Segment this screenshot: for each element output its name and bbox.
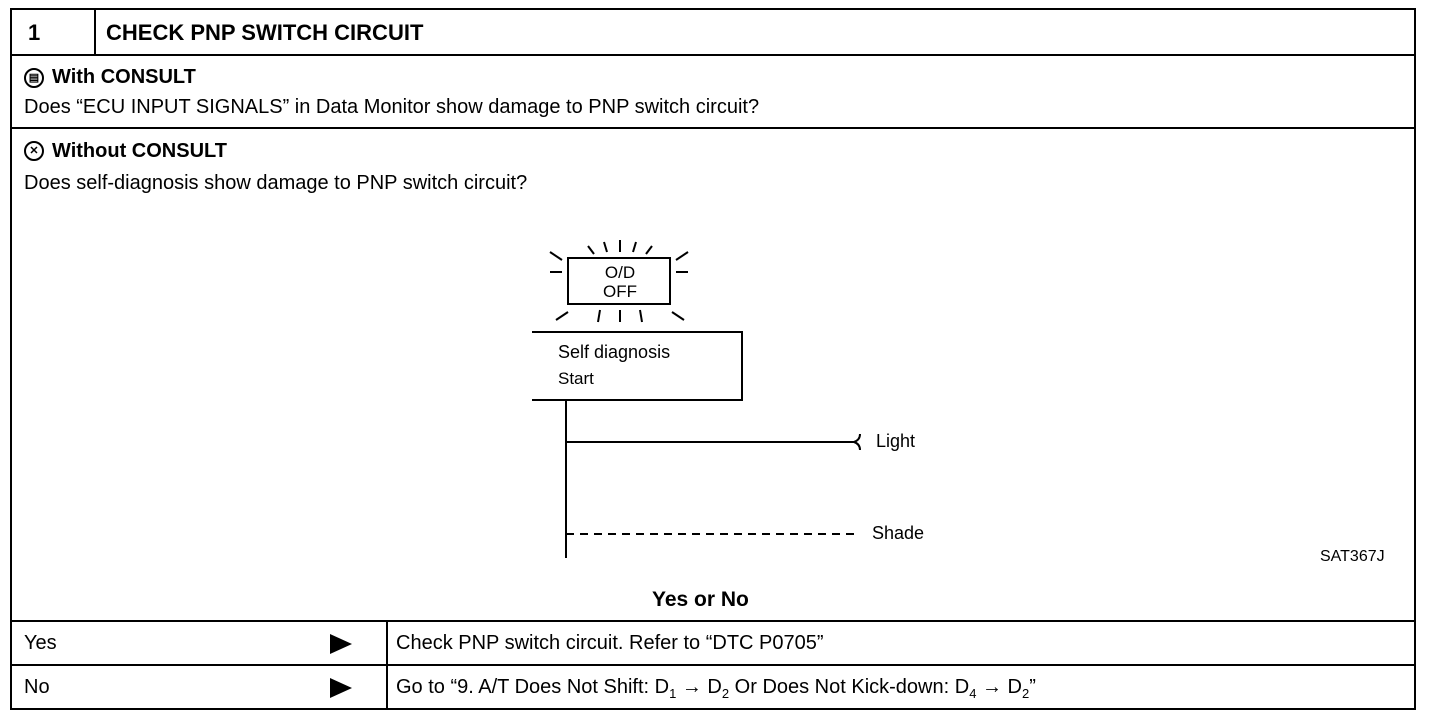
yes-label: Yes — [24, 632, 57, 654]
self-diagnosis-figure: O/D OFF Self diagnosis Start Light Shade — [532, 240, 924, 558]
indicator-line1: O/D — [605, 263, 635, 282]
no-action: Go to “9. A/T Does Not Shift: D1 → D2 Or… — [396, 676, 1036, 701]
box-line2: Start — [558, 369, 594, 388]
without-consult-heading: Without CONSULT — [52, 140, 227, 162]
no-arrow-icon — [330, 678, 352, 698]
result-rule-mid — [12, 664, 1414, 666]
consult-icon: ▤ — [24, 68, 44, 88]
shade-label: Shade — [872, 523, 924, 543]
with-consult-heading: With CONSULT — [52, 66, 196, 88]
box-line1: Self diagnosis — [558, 342, 670, 362]
result-rule-top — [12, 620, 1414, 622]
yes-arrow-icon — [330, 634, 352, 654]
without-consult-question: Does self-diagnosis show damage to PNP s… — [24, 172, 528, 194]
figure-code: SAT367J — [1320, 548, 1385, 565]
header-divider — [94, 10, 96, 54]
light-label: Light — [876, 431, 915, 451]
step-title: CHECK PNP SWITCH CIRCUIT — [106, 20, 424, 45]
yes-or-no-heading: Yes or No — [652, 588, 749, 611]
self-diagnosis-box — [532, 331, 743, 401]
with-consult-question: Does “ECU INPUT SIGNALS” in Data Monitor… — [24, 96, 760, 118]
indicator-line2: OFF — [603, 282, 637, 301]
od-off-indicator — [567, 257, 671, 305]
no-label: No — [24, 676, 50, 698]
yes-action: Check PNP switch circuit. Refer to “DTC … — [396, 632, 824, 654]
step-number: 1 — [28, 20, 41, 45]
header-rule — [12, 54, 1414, 56]
section-rule — [12, 127, 1414, 129]
procedure-table: 1 CHECK PNP SWITCH CIRCUIT ▤ With CONSUL… — [10, 8, 1416, 710]
no-consult-icon: ✕ — [24, 141, 44, 161]
